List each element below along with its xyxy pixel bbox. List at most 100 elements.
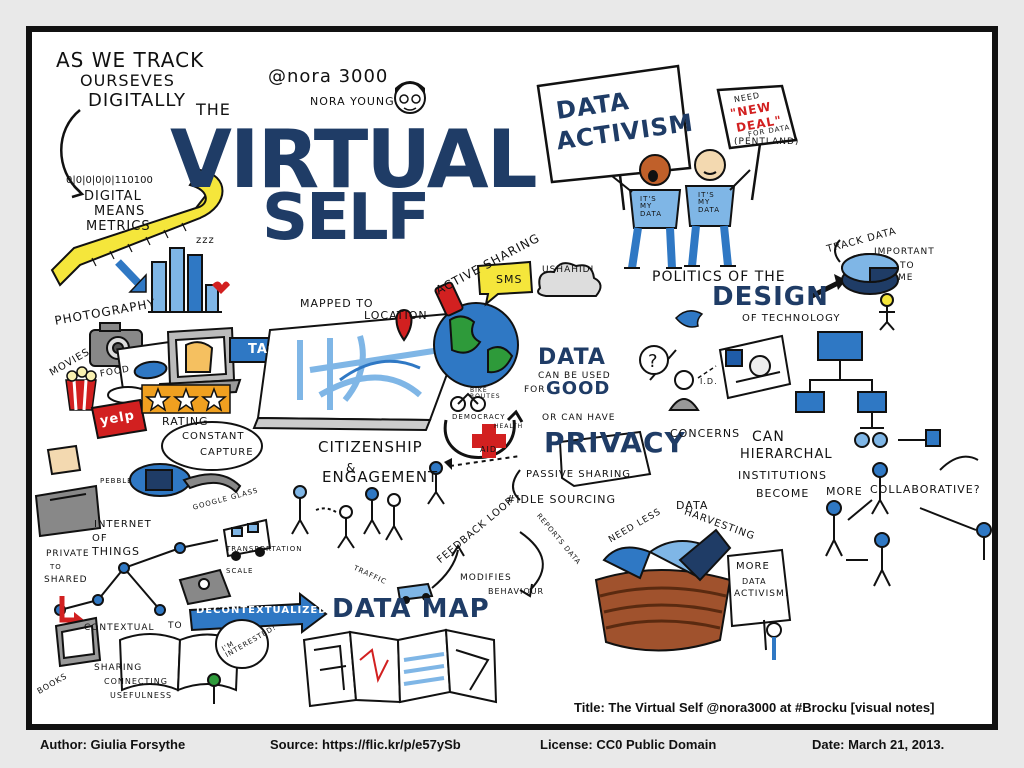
label-passive-sharing: PASSIVE SHARING [526,469,632,480]
iot-network-icon [54,539,219,616]
label-to: TO [900,261,915,271]
collaborative-people-icon [825,455,992,587]
toaster-icon [34,444,102,538]
label-location: LOCATION [364,309,428,322]
label-bike-routes: BIKE ROUTES [470,387,501,401]
label-pebble: PEBBLE [100,477,133,485]
citizens-icon [291,461,445,549]
phone-icon [434,281,464,317]
label-collaborative: COLLABORATIVE? [870,483,981,496]
label-to-1: TO [50,563,62,571]
svg-text:?: ? [648,351,658,372]
label-scale: SCALE [226,567,254,575]
car-icon [396,582,434,604]
tablet-icon [54,616,102,668]
label-more-activism-1: MORE [736,561,770,572]
label-to-2: TO [168,621,183,631]
label-shared: SHARED [44,575,88,585]
label-capture: CAPTURE [200,447,254,458]
health-icon [472,424,506,458]
label-internet: INTERNET [94,519,152,530]
label-politics: POLITICS OF THE [652,269,786,285]
label-design: DESIGN [712,282,829,312]
label-modifies: MODIFIES [460,573,512,583]
watch-icon [129,463,191,497]
tracking-arrow [60,109,81,193]
label-tracking: AS WE TRACK [56,48,205,72]
label-health: HEALTH [494,423,524,430]
protester-1-icon [611,154,682,269]
title-self: SELF [262,181,430,255]
label-aid: AID [480,445,497,454]
label-speaker: NORA YOUNG [310,95,395,108]
label-can: CAN [752,429,785,445]
yelp-icon [90,398,148,440]
label-important: IMPORTANT [874,247,935,257]
label-its-my-data-1: IT'S MY DATA [640,195,663,218]
footer-author: Author: Giulia Forsythe [40,737,186,752]
label-privacy: PRIVACY [544,426,686,459]
footer-source: Source: https://flic.kr/p/e57ySb [270,737,461,752]
label-ushahidi: USHAHIDI [542,265,595,275]
label-me: ME [898,273,914,283]
label-things: THINGS [92,545,140,558]
decontextualized-arrow [188,591,328,634]
label-digital: DIGITAL [84,189,142,204]
label-idle-sourcing: #IDLE SOURCING [506,493,616,506]
title-virtual: VIRTUAL [170,113,538,206]
label-metrics: METRICS [86,219,151,234]
tape-measure-icon [50,168,224,287]
label-more-activism-3: ACTIVISM! [734,589,790,599]
label-amp: & [346,461,357,475]
label-means: MEANS [94,204,146,219]
star-rating-icon [141,384,231,414]
activism-sign-icon [726,548,792,660]
label-of-technology: of TECHNOLOGY [742,313,841,324]
question-bubble-icon [639,345,669,375]
facebook-icon [718,334,792,400]
pie-chart-icon [834,239,900,295]
label-data-map: DATA MAP [332,594,490,624]
map-plane-icon [252,310,472,432]
hierarchy-diagram-icon [795,331,941,448]
protest-sign-icon [536,64,798,211]
label-of: OF [92,533,108,544]
label-ourselves: OURSEVES [80,71,175,90]
label-id: I.D. [700,377,718,386]
scale-icon [178,568,232,606]
label-handle: @nora 3000 [268,66,389,87]
label-institutions: INSTITUTIONS [738,469,828,482]
label-data: DATA [676,499,709,512]
label-sms: SMS [496,273,523,286]
cycle-arrow [443,419,516,459]
label-or-can-have: OR CAN HAVE [542,413,616,423]
label-constant: CONSTANT [182,431,245,442]
label-digitally: DIGITALLY [88,90,186,111]
label-become: BECOME [756,487,810,500]
popcorn-icon [65,366,97,411]
footer-date: Date: March 21, 2013. [812,737,945,752]
bus-icon [222,518,272,561]
label-citizenship: CITIZENSHIP [318,438,423,456]
folded-map-icon [302,628,498,708]
label-good: GOOD [546,378,611,399]
sms-bubble-icon [476,260,534,307]
label-can-be-used: CAN BE USED [538,371,611,381]
globe-icon [433,302,519,388]
label-democracy: DEMOCRACY [452,413,506,421]
label-pentland: (PENTLAND) [734,137,800,147]
label-connecting: CONNECTING [104,677,168,686]
bar-chart-icon [148,247,222,313]
interested-person-icon [207,673,221,704]
label-tag: TAG [248,342,280,357]
label-data-good: DATA [538,345,606,370]
label-decontextualized: DECONTEXTUALIZED [196,605,328,616]
speech-bubble-icon [161,421,263,471]
label-rating: RATING [162,415,209,428]
id-person-icon [668,370,700,411]
label-contextual: CONTEXTUAL [84,623,155,633]
arrow-icon [115,259,143,288]
cloud-icon [537,262,602,297]
label-hierarchal: HIERARCHAL [740,447,833,462]
